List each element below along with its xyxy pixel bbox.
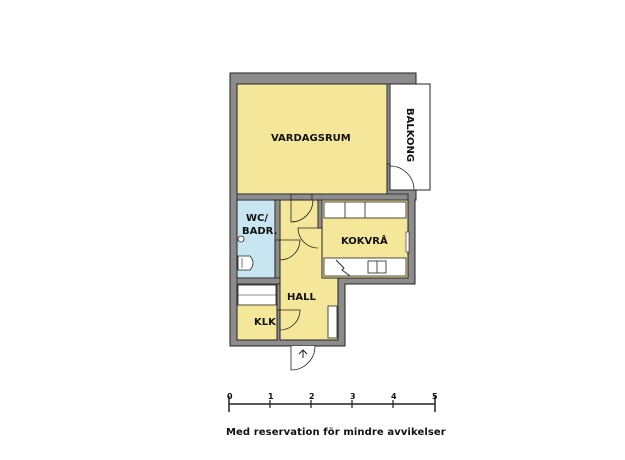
room-label-hall: HALL	[287, 292, 316, 303]
balcony-floor	[389, 83, 431, 191]
toilet-icon	[237, 255, 254, 271]
room-label-living: VARDAGSRUM	[271, 133, 351, 144]
sink-icon	[335, 259, 351, 277]
door-bathroom	[279, 239, 301, 261]
door-closet	[279, 309, 301, 331]
room-label-bathroom-line2: BADR.	[242, 226, 278, 237]
wall-bath-bottom	[236, 277, 281, 285]
living-room-floor	[236, 83, 388, 195]
wall-hall-kitchen	[317, 199, 323, 229]
door-living	[290, 199, 314, 223]
wall-living-bottom	[236, 193, 292, 201]
wall-bath-hall	[274, 199, 281, 241]
wall-balcony	[386, 83, 391, 165]
scale-tick-4: 4	[391, 392, 397, 401]
scale-tick-0: 0	[227, 392, 233, 401]
room-label-closet: KLK	[254, 317, 276, 328]
room-label-balcony: BALKONG	[404, 108, 415, 163]
washbasin-icon	[237, 235, 245, 243]
scale-tick-1: 1	[268, 392, 274, 401]
hall-wardrobe	[327, 305, 338, 339]
door-balcony	[389, 165, 415, 191]
door-kitchen	[297, 227, 319, 249]
disclaimer-text: Med reservation för mindre avvikelser	[226, 427, 446, 438]
scale-tick-3: 3	[350, 392, 356, 401]
scale-tick-2: 2	[309, 392, 315, 401]
wall-living-bottom-right	[311, 193, 409, 201]
room-label-bathroom-line1: WC/	[246, 213, 269, 224]
room-label-kitchen: KOKVRÅ	[341, 236, 388, 247]
wall-closet-hall	[276, 283, 281, 311]
scale-bar	[228, 396, 436, 412]
scale-tick-5: 5	[432, 392, 438, 401]
entrance-arrow-icon	[298, 349, 308, 358]
